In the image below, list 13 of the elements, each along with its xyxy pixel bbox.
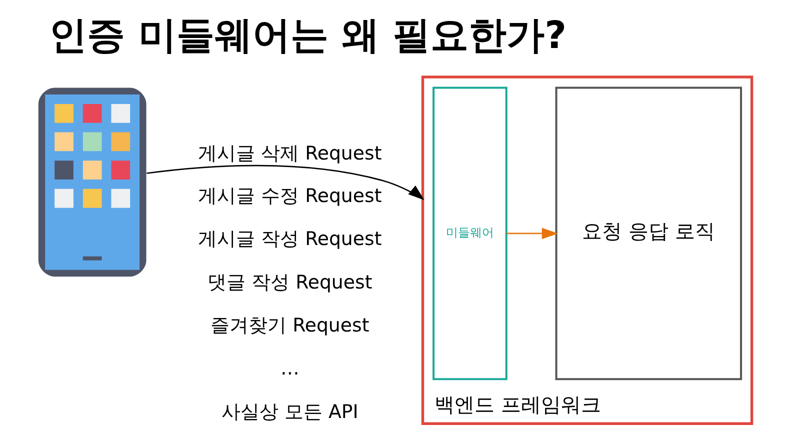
node-box: 미들웨어 (432, 86, 507, 380)
label: 사실상 모든 API (220, 400, 358, 423)
arrow (506, 228, 558, 240)
diagram-title: 인증 미들웨어는 왜 필요한가? (48, 12, 566, 57)
label: 즐겨찾기 Request (210, 314, 369, 336)
label: 댓글 작성 Request (207, 271, 372, 294)
label: … (280, 358, 299, 380)
edge-label: 게시글 삭제 Request (198, 142, 382, 165)
label: 게시글 작성 Request (198, 228, 382, 250)
node-picture (38, 88, 146, 277)
node-box: 요청 응답 로직 (554, 86, 742, 380)
label: 게시글 수정 Request (198, 185, 382, 208)
arrow (146, 164, 424, 200)
